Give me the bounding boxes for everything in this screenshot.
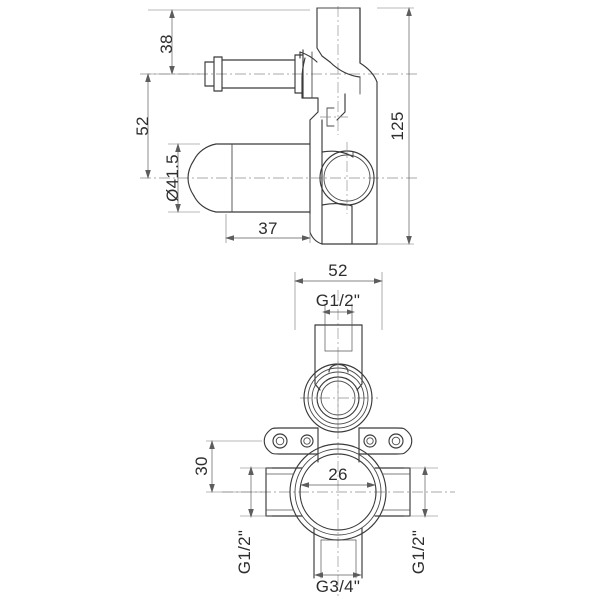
dim52top-arrow-right <box>374 278 383 284</box>
g12left-arrow-top <box>248 466 254 475</box>
valve-body-mid-circle <box>294 448 382 536</box>
side-elevation-view: 38 52 Ø41.5 37 <box>133 6 420 245</box>
front-control-boss <box>303 358 373 438</box>
port-label-g34-bottom: G3/4" <box>316 577 360 596</box>
screw-hole-3-inner <box>366 437 374 445</box>
screw-hole-2-inner <box>303 437 311 445</box>
dimension-52-left-label: 52 <box>133 116 152 136</box>
dimension-30-label: 30 <box>192 456 211 476</box>
label-g34-bottom: G3/4" <box>314 572 362 596</box>
flange-right-wing-outline <box>358 427 413 455</box>
left-port-outline <box>265 467 303 517</box>
screw-hole-4-inner <box>391 436 401 446</box>
dimension-52-left: 52 <box>133 73 152 179</box>
dimension-diameter-41-5-label: Ø41.5 <box>163 154 182 202</box>
body-right-wall <box>359 7 378 245</box>
upper-column-left-edge <box>316 7 331 63</box>
dim30-arrow-top <box>209 440 215 449</box>
handle-cap-top-curve <box>193 143 233 161</box>
shoulder-curve-inner <box>329 61 361 78</box>
screw-hole-4-outer <box>388 433 404 449</box>
neck-step-left <box>301 97 319 132</box>
side-view-body <box>299 7 378 245</box>
neck-step-right <box>336 93 346 121</box>
label-g12-top: G1/2" <box>316 291 360 315</box>
port-label-g12-left: G1/2" <box>235 530 254 574</box>
label-g12-right: G1/2" <box>404 466 438 574</box>
handle-cap-nose-curve <box>187 159 195 197</box>
screw-hole-1-inner <box>275 436 285 446</box>
handle-cap-bottom-curve <box>193 195 233 213</box>
front-elevation-view: 52 G1/2" 30 26 <box>192 261 455 596</box>
screw-hole-1-outer <box>272 433 288 449</box>
dimension-diameter-41-5: Ø41.5 <box>163 143 200 213</box>
body-upper-flat-curve <box>321 150 354 158</box>
screw-hole-2-outer <box>300 434 314 448</box>
flange-left-wing-outline <box>263 427 319 455</box>
dimension-52-top-label: 52 <box>328 261 348 280</box>
g12top-arrow-right <box>347 309 355 315</box>
dimension-38: 38 <box>148 9 310 75</box>
outlet-boss-outer-circle <box>319 150 375 206</box>
dimension-37: 37 <box>225 214 311 243</box>
inlet-block-lower-right <box>356 371 363 391</box>
dimension-125: 125 <box>377 7 414 245</box>
dim37-arrow-left <box>225 235 234 241</box>
front-right-port <box>374 467 411 517</box>
side-view-centerlines <box>140 6 420 179</box>
dim37-arrow-right <box>302 235 311 241</box>
inlet-block-lower-left <box>314 371 321 391</box>
valve-body-bore-circle <box>299 453 377 531</box>
port-label-g12-right: G1/2" <box>409 530 428 574</box>
dimension-26-label: 26 <box>328 465 348 484</box>
dim125-arrow-bottom <box>406 236 412 245</box>
side-view-spout <box>204 49 313 99</box>
dim38-arrow-top <box>169 9 175 18</box>
dimension-30: 30 <box>192 440 262 493</box>
front-bottom-port <box>313 527 363 579</box>
lower-bulge-transition <box>309 231 323 245</box>
front-left-port <box>265 467 303 517</box>
g34bottom-arrow-left <box>314 572 323 578</box>
side-view-outlet-boss <box>319 142 375 214</box>
dim30-arrow-bottom <box>209 484 215 493</box>
port-label-g12-top: G1/2" <box>316 291 360 310</box>
g34bottom-arrow-right <box>353 572 362 578</box>
side-view-handle-cap <box>187 143 311 213</box>
front-mounting-flange <box>263 427 413 463</box>
dim125-arrow-top <box>406 7 412 16</box>
g12top-arrow-left <box>322 309 330 315</box>
right-port-outline <box>374 467 411 517</box>
g12right-arrow-bottom <box>422 509 428 518</box>
shoulder-curve-upper-left <box>299 51 318 63</box>
dim41-arrow-bottom <box>175 204 181 213</box>
dimension-125-label: 125 <box>388 111 407 140</box>
label-g12-left: G1/2" <box>235 466 272 574</box>
dimension-26: 26 <box>300 465 376 488</box>
dim26-arrow-right <box>367 482 376 488</box>
dim26-arrow-left <box>300 482 309 488</box>
g12left-arrow-bottom <box>248 509 254 518</box>
dim52top-arrow-left <box>294 278 303 284</box>
dim52-arrow-top <box>145 73 151 82</box>
dimension-38-label: 38 <box>157 34 176 54</box>
dimension-52-top: 52 <box>294 261 383 330</box>
g12right-arrow-top <box>422 466 428 475</box>
dim38-arrow-bottom <box>169 66 175 75</box>
screw-hole-3-outer <box>363 434 377 448</box>
dim41-arrow-top <box>175 143 181 152</box>
dimension-37-label: 37 <box>258 219 278 238</box>
dim52-arrow-bottom <box>145 170 151 179</box>
